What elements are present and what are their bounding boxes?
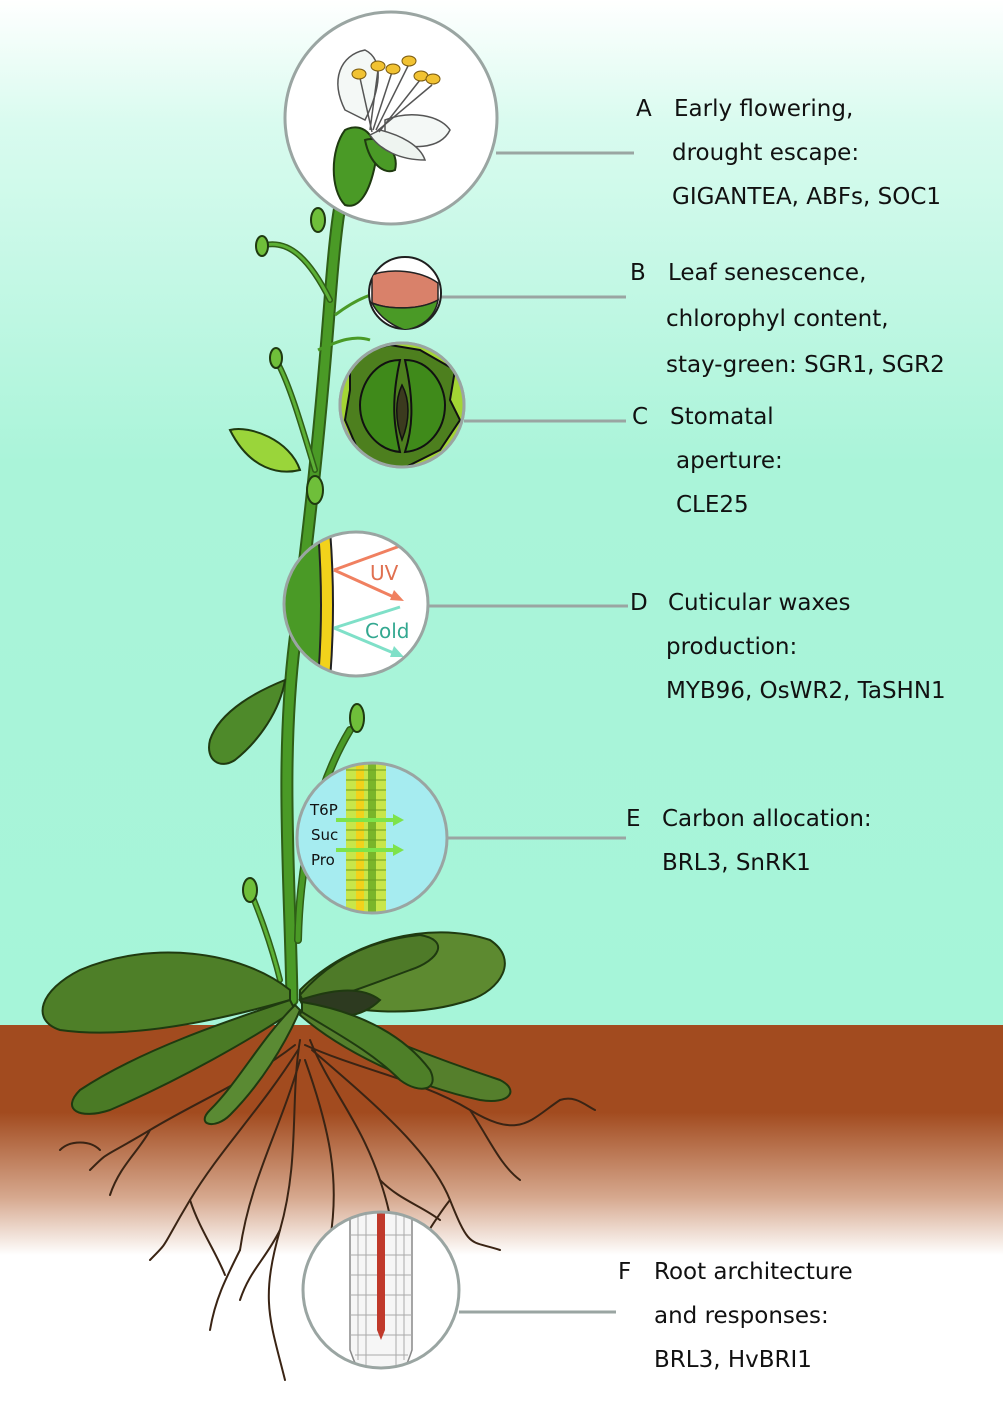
cold-label: Cold — [365, 619, 409, 643]
panel-b-key: B — [630, 260, 646, 286]
panel-a-line-3: GIGANTEA, ABFs, SOC1 — [672, 184, 942, 210]
panel-b-line-1: Leaf senescence, — [668, 260, 867, 286]
sky-background — [0, 0, 1003, 1030]
inset-root-tip — [301, 1210, 461, 1370]
panel-d-key: D — [630, 590, 648, 616]
panel-e-line-1: Carbon allocation: — [662, 806, 872, 832]
panel-f-line-2: and responses: — [654, 1303, 829, 1329]
suc-label: Suc — [311, 826, 338, 844]
panel-b-line-3: stay-green: SGR1, SGR2 — [666, 352, 945, 378]
connector-lines — [429, 151, 634, 1314]
panel-e-key: E — [626, 806, 641, 832]
panel-a-key: A — [636, 96, 652, 122]
inset-stomata — [338, 341, 466, 469]
panel-c-line-2: aperture: — [676, 448, 783, 474]
inset-flower — [283, 10, 499, 226]
panel-a-line-1: Early flowering, — [674, 96, 854, 122]
t6p-label: T6P — [309, 801, 338, 819]
panel-d-line-2: production: — [666, 634, 798, 660]
label-panel-a: A Early flowering, drought escape: GIGAN… — [636, 87, 996, 219]
label-panel-b: B Leaf senescence, chlorophyl content, s… — [630, 251, 1000, 383]
inset-vascular: T6P Suc Pro — [295, 761, 449, 915]
inset-leaf-senescence — [368, 256, 442, 330]
panel-f-line-3: BRL3, HvBRI1 — [654, 1347, 812, 1373]
panel-d-line-3: MYB96, OsWR2, TaSHN1 — [666, 678, 946, 704]
pro-label: Pro — [311, 851, 335, 869]
panel-a-line-2: drought escape: — [672, 140, 860, 166]
uv-label: UV — [370, 561, 399, 585]
label-panel-d: D Cuticular waxes production: MYB96, OsW… — [630, 581, 1000, 713]
panel-e-line-2: BRL3, SnRK1 — [662, 850, 811, 876]
panel-f-line-1: Root architecture — [654, 1259, 853, 1285]
rosette — [41, 931, 512, 1125]
panel-c-key: C — [632, 404, 649, 430]
label-panel-f: F Root architecture and responses: BRL3,… — [618, 1250, 978, 1382]
panel-f-key: F — [618, 1259, 632, 1285]
label-panel-e: E Carbon allocation: BRL3, SnRK1 — [626, 797, 996, 887]
panel-b-line-2: chlorophyl content, — [666, 306, 889, 332]
label-panel-c: C Stomatal aperture: CLE25 — [632, 395, 932, 527]
panel-c-line-1: Stomatal — [670, 404, 774, 430]
panel-d-line-1: Cuticular waxes — [668, 590, 851, 616]
panel-c-line-3: CLE25 — [676, 492, 749, 518]
